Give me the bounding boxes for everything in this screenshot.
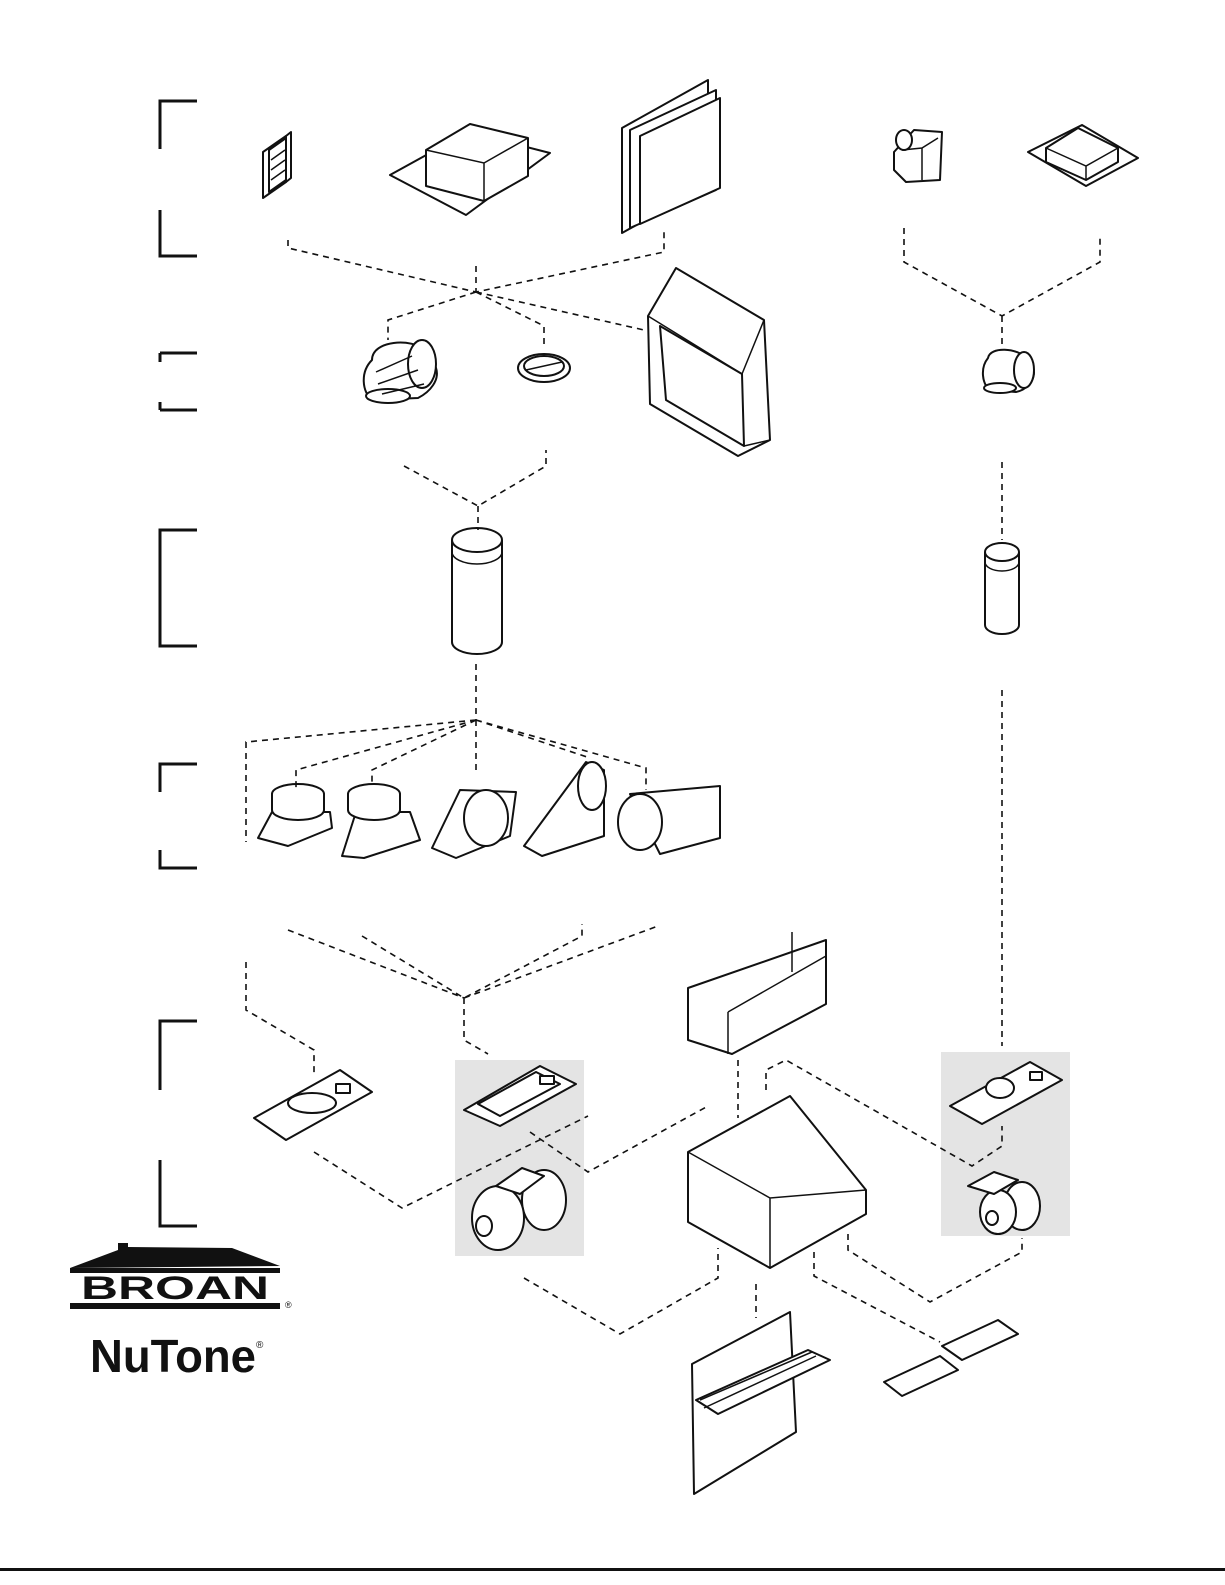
bracket-blower-bottom (160, 1160, 197, 1226)
round-damper (518, 354, 570, 382)
bracket-transitions (160, 764, 197, 868)
bracket-elbows (160, 353, 197, 410)
backsplash-shelf (692, 1312, 830, 1494)
group-brackets (160, 101, 197, 1226)
transition-1 (258, 784, 332, 846)
louvered-wall-cap (263, 132, 291, 198)
round-duct-large (452, 528, 502, 654)
broan-logo-text: BROAN (81, 1270, 269, 1306)
bottom-rule (0, 1568, 1225, 1571)
transition-2 (342, 784, 420, 858)
round-elbow (364, 340, 437, 403)
bracket-duct (160, 530, 197, 646)
round-damper-plate (254, 1070, 372, 1140)
roof-cap (1028, 125, 1138, 186)
filters (884, 1320, 1018, 1396)
transition-4 (524, 762, 606, 856)
duct-cover (688, 932, 826, 1054)
round-duct-small (985, 543, 1019, 634)
bracket-caps (160, 101, 197, 256)
nutone-logo-text: NuTone (90, 1330, 256, 1382)
transition-3 (432, 790, 516, 858)
transition-5 (618, 786, 720, 854)
small-elbow (983, 350, 1034, 393)
nutone-logo: NuTone ® (90, 1330, 264, 1382)
nutone-registered-mark: ® (256, 1340, 264, 1351)
large-wall-cap (622, 80, 720, 233)
large-wall-hood-cap (648, 268, 770, 456)
bracket-blower-top (160, 1021, 197, 1090)
broan-registered-mark: ® (285, 1300, 292, 1310)
small-wall-cap (894, 130, 942, 182)
broan-logo: BROAN ® (70, 1243, 292, 1310)
rectangular-roof-cap (390, 124, 550, 215)
range-hood (688, 1096, 866, 1268)
